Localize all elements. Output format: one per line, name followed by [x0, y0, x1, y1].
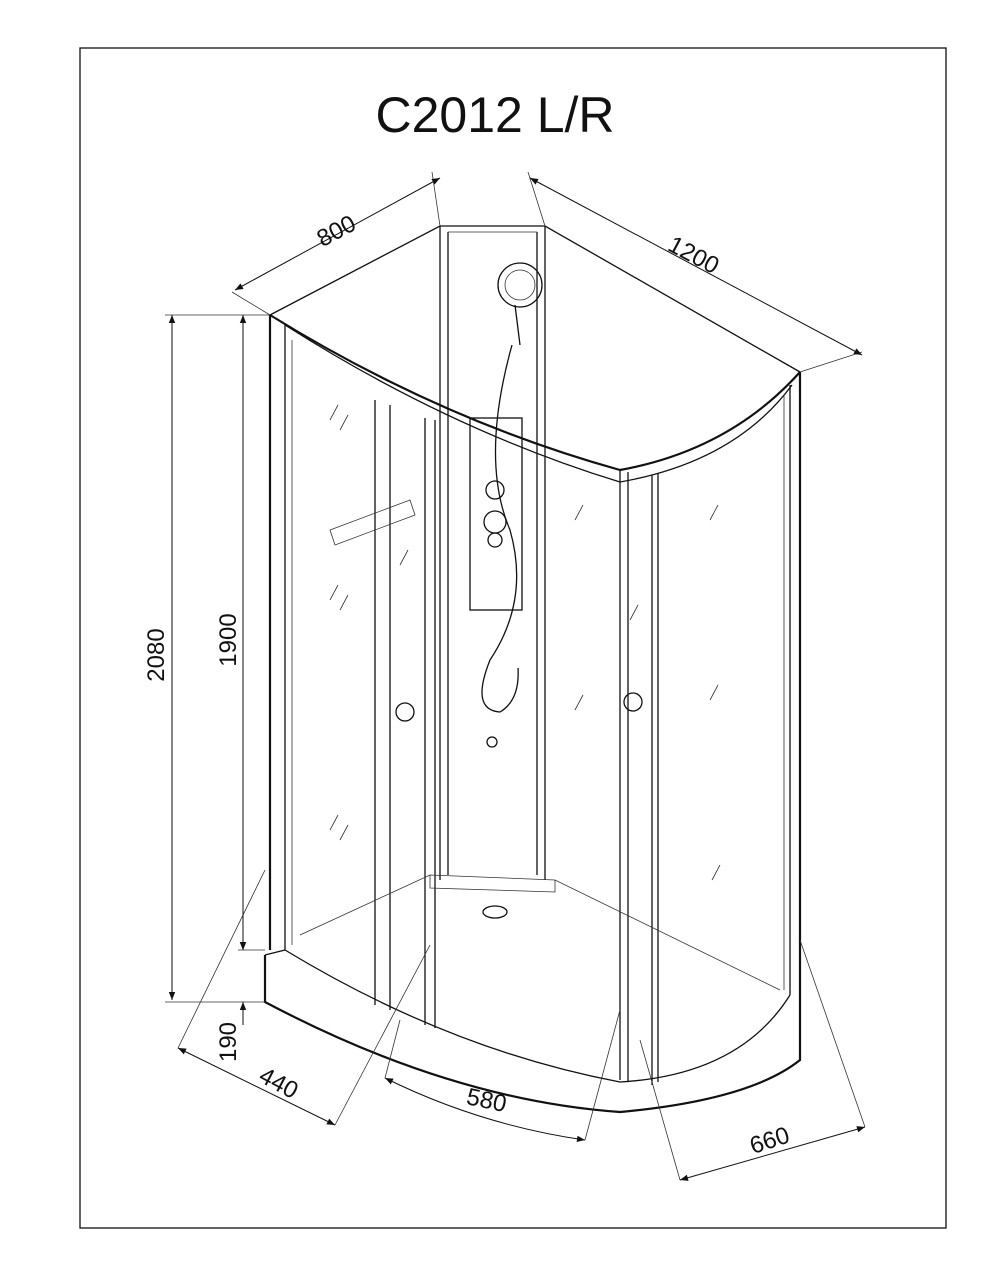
dim-side-a: 440 — [255, 1062, 303, 1105]
control-panel — [469, 417, 523, 611]
dim-width: 1200 — [664, 231, 724, 280]
dim-depth: 800 — [312, 210, 360, 253]
cabin-outline — [263, 225, 802, 1114]
dim-total-height: 2080 — [143, 628, 170, 681]
dimension-lines — [165, 171, 866, 1181]
dim-side-b: 660 — [746, 1122, 792, 1160]
drawing-frame — [79, 47, 947, 1229]
dim-cabin-height: 1900 — [215, 613, 242, 666]
drain — [482, 905, 508, 919]
dim-tray-height: 190 — [215, 1022, 242, 1062]
drawing-title: C2012 L/R — [375, 87, 614, 143]
